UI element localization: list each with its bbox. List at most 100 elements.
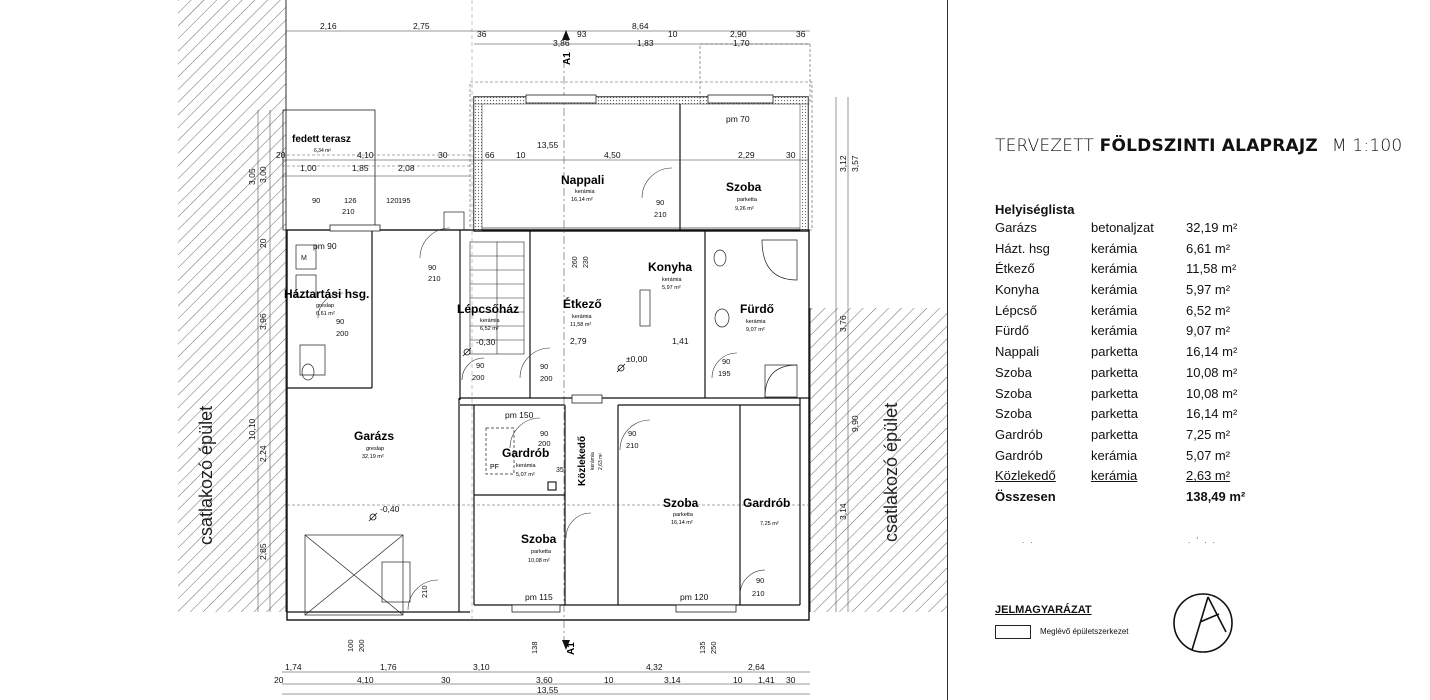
pf-label: PF: [490, 464, 499, 471]
terrace-outline: [282, 109, 376, 231]
room-szoba-mid-area: 16,14 m²: [671, 520, 693, 526]
dim-left-6: 2,24: [258, 445, 268, 462]
room-list-name: Szoba: [995, 385, 1032, 401]
neighbor-label-right: csatlakozó épület: [881, 403, 901, 542]
room-list-area: 16,14 m²: [1186, 344, 1238, 360]
dim-row-4: 4,50: [604, 150, 621, 160]
room-gardrob-right-area: 7,25 m²: [760, 521, 779, 527]
svg-text:A1: A1: [562, 52, 573, 65]
dimension-texts: 2,16 2,75 8,64 3,86 1,83 1,70 36 93 10 2…: [274, 21, 806, 695]
north-arrow-icon: [1173, 593, 1233, 653]
window-mark-1: pm 70: [726, 114, 750, 124]
bathroom-fixtures: [295, 211, 798, 491]
dim-right-1: 3,12: [838, 155, 848, 172]
svg-text:210: 210: [420, 585, 429, 598]
dim-left-1: 3,05: [247, 168, 257, 185]
title-scale: M 1:100: [1331, 136, 1403, 156]
room-list-floor: parketta: [1091, 364, 1138, 380]
neighbor-label-left: csatlakozó épület: [196, 406, 216, 545]
svg-text:195: 195: [718, 369, 731, 378]
room-konyha-floor: kerámia: [662, 277, 683, 283]
room-list-name: Szoba: [995, 406, 1032, 422]
room-haztartasi-floor: greslap: [316, 303, 334, 309]
svg-text:210: 210: [752, 589, 765, 598]
svg-text:A1: A1: [566, 642, 577, 655]
m-label: M: [301, 255, 307, 262]
room-list-name: Házt. hsg: [995, 240, 1050, 256]
level-markers: [368, 347, 626, 522]
svg-text:210: 210: [626, 441, 639, 450]
dim-bot-2: 1,76: [380, 662, 397, 672]
dim-left-4: 3,96: [258, 313, 268, 330]
room-list-name: Nappali: [995, 344, 1040, 360]
dim-bot-14: 30: [786, 675, 796, 685]
room-szoba-top-area: 9,26 m²: [735, 206, 754, 212]
room-gardrob-left-name: Gardrób: [502, 446, 549, 460]
room-lepcsohaz-floor: kerámia: [480, 318, 501, 324]
svg-text:90: 90: [428, 263, 436, 272]
room-list-floor: kerámia: [1091, 447, 1138, 463]
svg-text:100: 100: [346, 639, 355, 652]
room-list-area: 7,25 m²: [1186, 426, 1231, 442]
dim-top-1: 2,16: [320, 21, 337, 31]
room-list-floor: parketta: [1091, 385, 1138, 401]
dim-top-6: 1,70: [733, 38, 750, 48]
terrace-area: 6,34 m²: [314, 148, 331, 154]
svg-text:90: 90: [476, 361, 484, 370]
room-list-area: 6,61 m²: [1186, 240, 1231, 256]
door-dimension-labels: 90 210 90 210 90 200 90 200 90 200 90 19…: [312, 196, 765, 654]
dim-top-2: 2,75: [413, 21, 430, 31]
room-furdo-name: Fürdő: [740, 302, 774, 316]
room-list-floor: kerámia: [1091, 240, 1138, 256]
room-lepcsohaz-area: 6,52 m²: [480, 326, 499, 332]
svg-text:200: 200: [538, 439, 551, 448]
room-list-name: Fürdő: [995, 323, 1029, 339]
room-kozlekedo-floor: kerámia: [590, 452, 596, 470]
svg-text:250: 250: [709, 641, 718, 654]
dim-260: 260: [572, 256, 579, 268]
title-bold: FÖLDSZINTI ALAPRAJZ: [1099, 136, 1318, 156]
svg-text:200: 200: [540, 374, 553, 383]
floor-plan-drawing: fedett terasz 6,34 m²: [178, 0, 948, 695]
dim-141: 1,41: [672, 336, 689, 346]
room-szoba-bottom-area: 10,08 m²: [528, 558, 550, 564]
room-list-name: Szoba: [995, 364, 1032, 380]
room-list-area: 11,58 m²: [1186, 261, 1237, 277]
dim-row-8: 13,55: [537, 140, 559, 150]
room-list-area: 5,97 m²: [1186, 282, 1231, 298]
room-szoba-top-floor: parketta: [737, 197, 758, 203]
legend-swatch: [995, 625, 1031, 639]
terrace-name: fedett terasz: [292, 134, 351, 145]
svg-text:210: 210: [654, 210, 667, 219]
room-list-heading: Helyiséglista: [995, 202, 1075, 217]
dim-left-2: 3,00: [258, 166, 268, 183]
room-list-area: 16,14 m²: [1186, 406, 1238, 422]
dim-top-4: 3,86: [553, 38, 570, 48]
dim-row-12: 2,08: [398, 163, 415, 173]
room-list-floor: kerámia: [1091, 468, 1138, 484]
drawing-title: TERVEZETT FÖLDSZINTI ALAPRAJZ M 1:100: [995, 136, 1402, 156]
svg-text:90: 90: [312, 196, 320, 205]
dim-bot-9: 3,60: [536, 675, 553, 685]
svg-text:90: 90: [756, 576, 764, 585]
section-marker-bottom: A1: [562, 640, 577, 655]
room-list-floor: parketta: [1091, 344, 1138, 360]
room-list-area: 6,52 m²: [1186, 302, 1231, 318]
dim-bot-1: 1,74: [285, 662, 302, 672]
neighbor-building-right: [810, 308, 948, 612]
room-list-floor: kerámia: [1091, 302, 1138, 318]
room-nappali-name: Nappali: [561, 173, 604, 187]
dim-bot-10: 10: [604, 675, 614, 685]
room-list-floor: kerámia: [1091, 323, 1138, 339]
legend-heading: JELMAGYARÁZAT: [995, 604, 1092, 616]
title-normal: TERVEZETT: [995, 136, 1100, 156]
room-list-name: Közlekedő: [995, 468, 1056, 484]
room-gardrob-left-area: 5,07 m²: [516, 472, 535, 478]
room-nappali-area: 16,14 m²: [571, 197, 593, 203]
room-szoba-bottom-floor: parketta: [531, 549, 552, 555]
window-mark-5: pm 120: [680, 592, 709, 602]
info-panel: TERVEZETT FÖLDSZINTI ALAPRAJZ M 1:100 Hel…: [948, 0, 1430, 700]
dim-left-3: 20: [258, 238, 268, 248]
neighbor-building-left: [178, 0, 286, 612]
staircase: [469, 241, 525, 355]
